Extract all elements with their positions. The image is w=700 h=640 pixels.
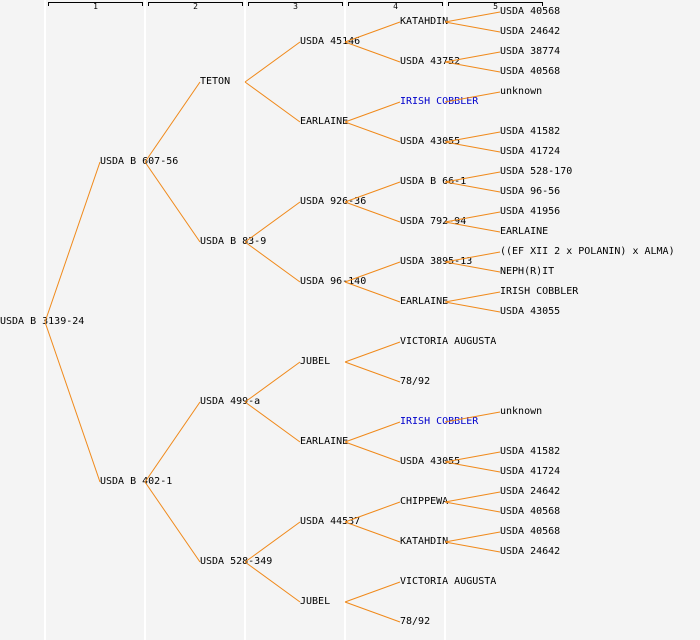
- variety-node[interactable]: USDA 41956: [500, 206, 561, 217]
- variety-node[interactable]: USDA 44537: [300, 516, 361, 527]
- variety-node[interactable]: unknown: [500, 86, 543, 97]
- variety-node[interactable]: USDA 926-36: [300, 196, 367, 207]
- variety-node[interactable]: USDA 38774: [500, 46, 561, 57]
- variety-node[interactable]: 78/92: [400, 376, 431, 387]
- variety-node[interactable]: USDA 792-94: [400, 216, 467, 227]
- pedigree-connector: [244, 401, 301, 443]
- variety-link[interactable]: IRISH COBBLER: [400, 96, 479, 107]
- pedigree-connector: [444, 301, 501, 313]
- variety-node[interactable]: EARLAINE: [400, 296, 449, 307]
- variety-node[interactable]: EARLAINE: [500, 226, 549, 237]
- generation-bracket: [348, 2, 443, 6]
- variety-node[interactable]: USDA 96-56: [500, 186, 561, 197]
- pedigree-connector: [444, 531, 501, 543]
- variety-node[interactable]: USDA 41582: [500, 446, 561, 457]
- generation-number: 5: [493, 2, 498, 11]
- variety-node[interactable]: USDA B 607-56: [100, 156, 179, 167]
- pedigree-connector: [144, 161, 201, 243]
- variety-node[interactable]: USDA 43055: [500, 306, 561, 317]
- generation-bracket: [48, 2, 143, 6]
- generation-bracket: [448, 2, 543, 6]
- variety-node[interactable]: VICTORIA AUGUSTA: [400, 576, 497, 587]
- pedigree-connector: [44, 161, 101, 323]
- pedigree-connector: [244, 561, 301, 603]
- pedigree-connector: [244, 81, 301, 123]
- pedigree-connector: [444, 21, 501, 33]
- variety-node[interactable]: USDA 41724: [500, 146, 561, 157]
- pedigree-connector: [444, 541, 501, 553]
- variety-node[interactable]: VICTORIA AUGUSTA: [400, 336, 497, 347]
- pedigree-connector: [344, 441, 401, 463]
- variety-node[interactable]: unknown: [500, 406, 543, 417]
- variety-node[interactable]: USDA 45146: [300, 36, 361, 47]
- pedigree-connector: [244, 41, 301, 83]
- variety-node[interactable]: USDA 96-140: [300, 276, 367, 287]
- pedigree-connector: [444, 291, 501, 303]
- pedigree-connector: [344, 101, 401, 123]
- pedigree-connector: [444, 11, 501, 23]
- pedigree-connector: [344, 361, 401, 383]
- pedigree-connector: [244, 241, 301, 283]
- pedigree-connector: [144, 401, 201, 483]
- column-separator: [144, 0, 146, 640]
- variety-node[interactable]: KATAHDIN: [400, 16, 449, 27]
- pedigree-connector: [344, 581, 401, 603]
- column-separator: [244, 0, 246, 640]
- variety-node[interactable]: USDA B 83-9: [200, 236, 267, 247]
- variety-node[interactable]: USDA 3895-13: [400, 256, 473, 267]
- variety-node[interactable]: USDA 43055: [400, 456, 461, 467]
- pedigree-connector: [344, 341, 401, 363]
- variety-node[interactable]: NEPH(R)IT: [500, 266, 555, 277]
- generation-number: 1: [93, 2, 98, 11]
- variety-link[interactable]: IRISH COBBLER: [400, 416, 479, 427]
- pedigree-connector: [344, 121, 401, 143]
- variety-node[interactable]: USDA B 66-1: [400, 176, 467, 187]
- pedigree-connector: [444, 501, 501, 513]
- pedigree-connector: [344, 421, 401, 443]
- variety-node[interactable]: IRISH COBBLER: [500, 286, 579, 297]
- variety-node[interactable]: USDA 24642: [500, 486, 561, 497]
- variety-node[interactable]: USDA 499-a: [200, 396, 261, 407]
- generation-bracket: [248, 2, 343, 6]
- variety-node[interactable]: JUBEL: [300, 596, 331, 607]
- variety-node[interactable]: USDA 40568: [500, 66, 561, 77]
- variety-node[interactable]: USDA 41724: [500, 466, 561, 477]
- variety-node[interactable]: USDA 528-349: [200, 556, 273, 567]
- pedigree-connector: [444, 491, 501, 503]
- variety-node[interactable]: TETON: [200, 76, 231, 87]
- generation-number: 4: [393, 2, 398, 11]
- generation-number: 3: [293, 2, 298, 11]
- variety-node[interactable]: USDA 528-170: [500, 166, 573, 177]
- variety-node[interactable]: USDA 41582: [500, 126, 561, 137]
- variety-node[interactable]: CHIPPEWA: [400, 496, 449, 507]
- pedigree-connector: [44, 321, 101, 483]
- generation-bracket: [148, 2, 243, 6]
- variety-node[interactable]: USDA 40568: [500, 526, 561, 537]
- variety-node[interactable]: USDA 43752: [400, 56, 461, 67]
- variety-node[interactable]: EARLAINE: [300, 116, 349, 127]
- pedigree-connector: [144, 481, 201, 563]
- variety-node[interactable]: USDA B 402-1: [100, 476, 173, 487]
- column-separator: [444, 0, 446, 640]
- variety-node[interactable]: JUBEL: [300, 356, 331, 367]
- variety-node[interactable]: USDA 40568: [500, 506, 561, 517]
- pedigree-connector: [344, 601, 401, 623]
- generation-number: 2: [193, 2, 198, 11]
- variety-node[interactable]: ((EF XII 2 x POLANIN) x ALMA): [500, 246, 675, 257]
- variety-node[interactable]: USDA 43055: [400, 136, 461, 147]
- pedigree-connector: [144, 81, 201, 163]
- column-separator: [344, 0, 346, 640]
- variety-node[interactable]: USDA 24642: [500, 546, 561, 557]
- root-variety[interactable]: USDA B 3139-24: [0, 316, 85, 327]
- variety-node[interactable]: USDA 40568: [500, 6, 561, 17]
- variety-node[interactable]: KATAHDIN: [400, 536, 449, 547]
- variety-node[interactable]: EARLAINE: [300, 436, 349, 447]
- variety-node[interactable]: USDA 24642: [500, 26, 561, 37]
- variety-node[interactable]: 78/92: [400, 616, 431, 627]
